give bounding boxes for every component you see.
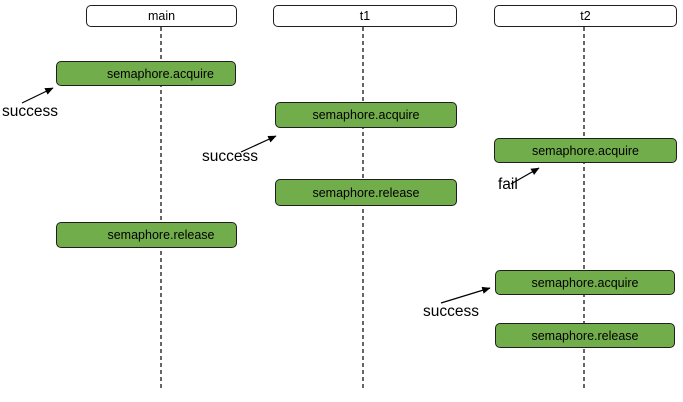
activation-t2-release: semaphore.release [495,323,675,348]
annotation-success-t1: success [202,148,258,165]
lane-header-t1: t1 [273,5,457,27]
activation-t1-acquire: semaphore.acquire [275,102,457,128]
annotation-success-main: success [2,103,58,120]
activation-t2-acquire-fail: semaphore.acquire [494,138,677,163]
activation-t2-acquire-success: semaphore.acquire [495,270,675,295]
activation-t1-release: semaphore.release [275,179,457,206]
success-arrow-t2-acquire2 [440,286,491,304]
lane-header-t2: t2 [494,5,677,27]
activation-main-acquire: semaphore.acquire [56,61,236,86]
activation-main-release: semaphore.release [56,222,237,248]
lane-header-main: main [86,5,237,27]
success-arrow-main-acquire [21,87,54,104]
annotation-success-t2: success [423,303,479,320]
annotation-fail-t2: fail [498,176,518,193]
